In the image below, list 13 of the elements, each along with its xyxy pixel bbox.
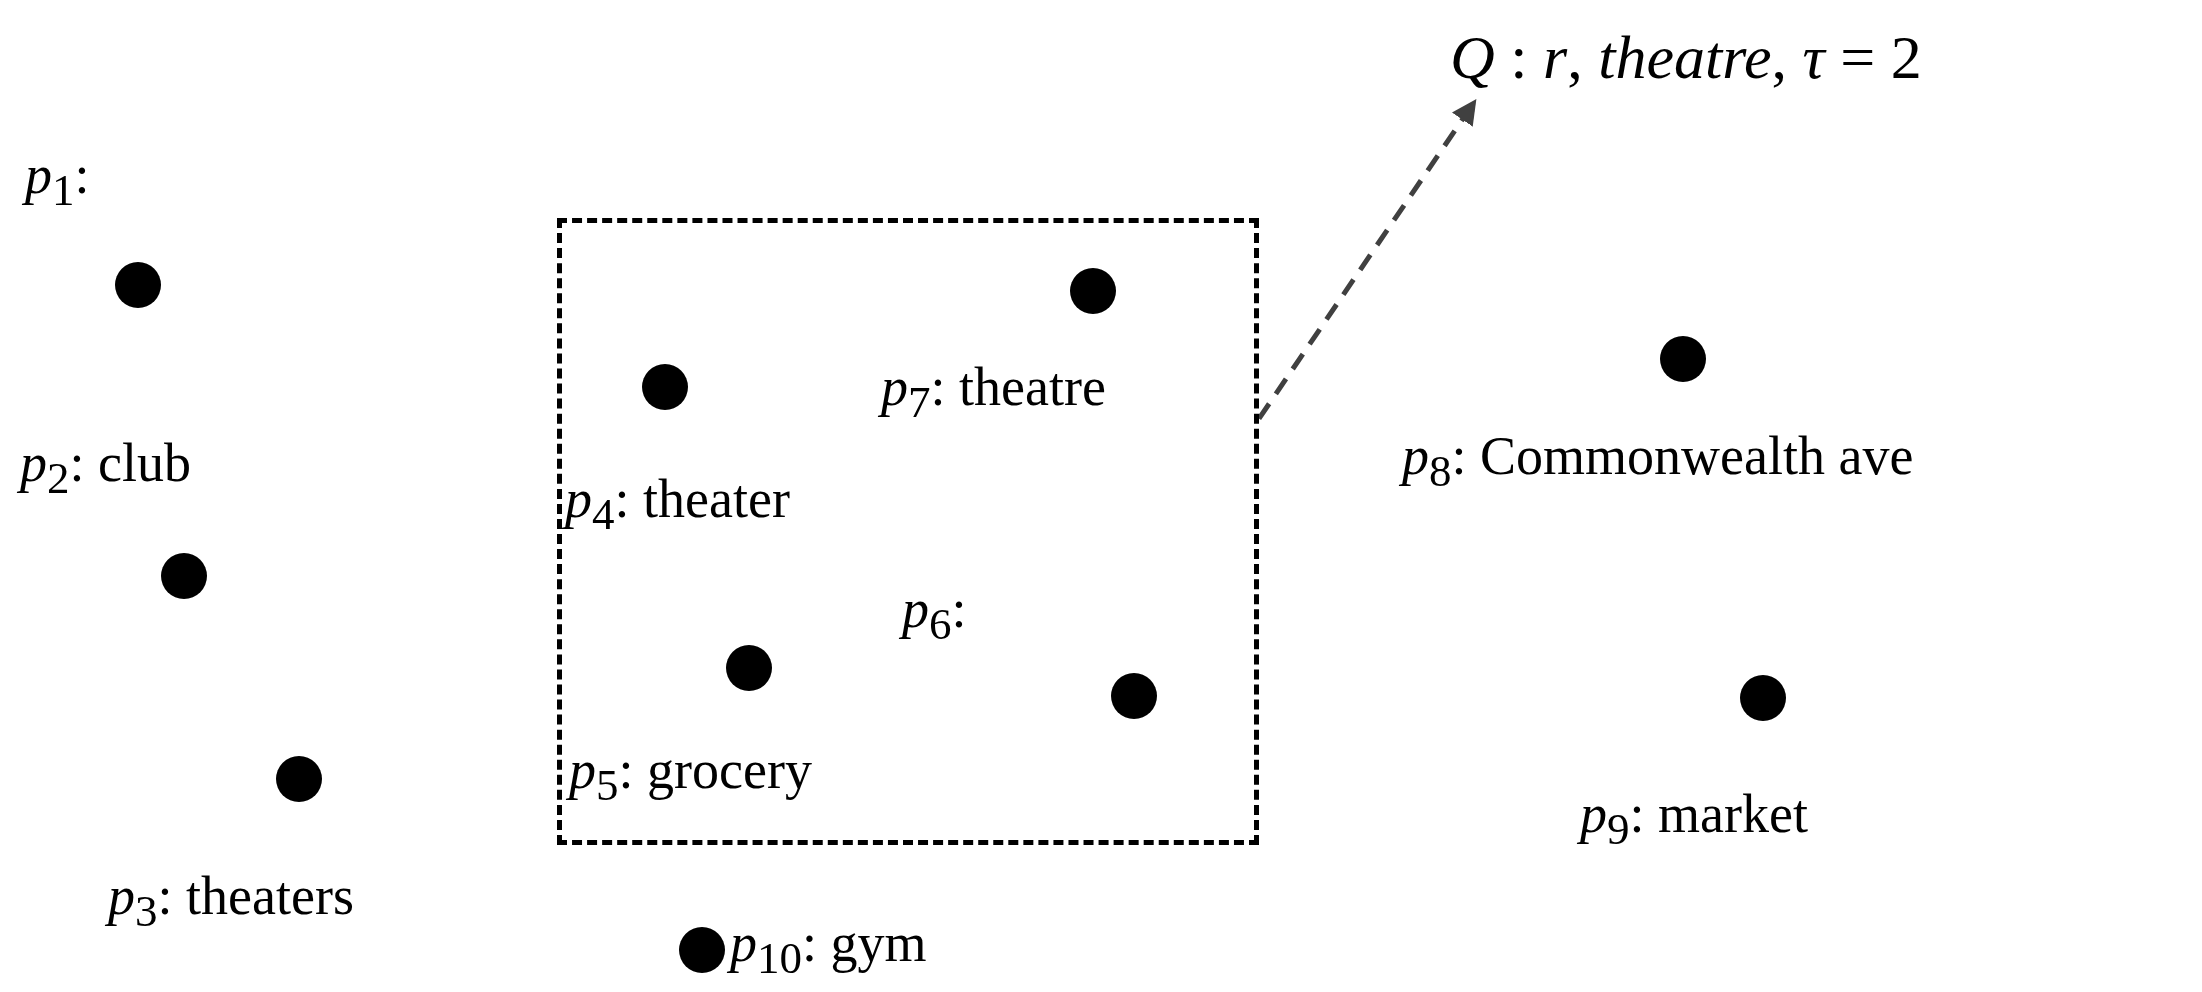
point-marker [161, 553, 207, 599]
point-marker [1740, 675, 1786, 721]
point-marker [1660, 336, 1706, 382]
point-marker [1111, 673, 1157, 719]
query-label: Q : r, theatre, τ = 2 [1450, 20, 1922, 95]
point-marker [726, 645, 772, 691]
arrow [1256, 98, 1478, 421]
point-marker [276, 756, 322, 802]
query-rectangle [557, 218, 1259, 845]
point-marker [115, 262, 161, 308]
point-marker [642, 364, 688, 410]
point-marker [679, 927, 725, 973]
point-marker [1070, 268, 1116, 314]
